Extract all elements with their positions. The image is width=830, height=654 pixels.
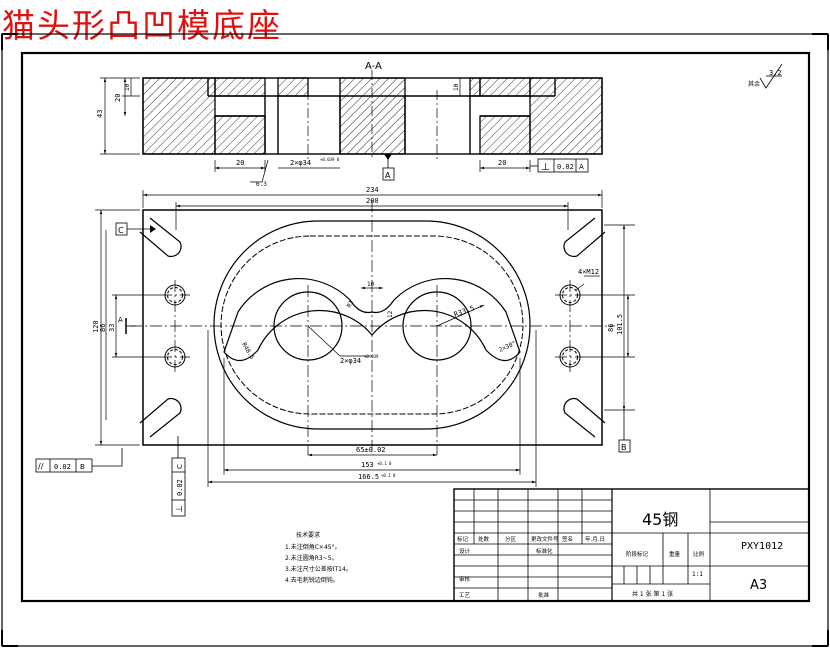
drawing-title: 猫头形凸凹模底座 xyxy=(2,6,282,45)
flatness-datum: A xyxy=(579,163,584,171)
datum-c-marker: C xyxy=(115,222,156,236)
dim-angle: 2×30° xyxy=(498,340,517,354)
flatness-value: 0.02 xyxy=(557,163,574,171)
notes-item-3: 3.未注尺寸公差按IT14。 xyxy=(285,565,352,573)
row-label-3: 更改文件号 xyxy=(531,535,559,543)
dim-section-holes-tol: +0.039 0 xyxy=(320,157,340,162)
dim-top-slot-v: 12 xyxy=(387,310,394,318)
section-label: A-A xyxy=(365,61,382,72)
dim-width-153-tol: +0.1 0 xyxy=(377,461,392,466)
dim-hole-span-left: 86 xyxy=(99,324,107,332)
dim-pin-holes: 2×φ34 xyxy=(340,357,361,365)
dim-recess-right: 10 xyxy=(453,83,460,91)
perpendicular-datum: C xyxy=(176,464,184,469)
row-label-0: 标记 xyxy=(457,535,469,543)
row-label-2: 分区 xyxy=(505,535,517,543)
dim-recess-left: 10 xyxy=(124,83,131,91)
dim-width-166: 166.5 xyxy=(358,473,379,481)
dim-height-120: 120 xyxy=(92,320,100,333)
outer-obround xyxy=(213,220,531,430)
dim-width-153: 153 xyxy=(361,461,374,469)
label-weight: 重量 xyxy=(669,550,681,558)
parallelism-frame: // 0.02 B xyxy=(35,448,123,473)
section-marker-left-label: A xyxy=(118,316,123,324)
section-marker-left: A xyxy=(118,316,136,334)
notes-item-1: 1.未注倒角C×45°。 xyxy=(285,543,341,551)
parallelism-datum: B xyxy=(80,463,85,471)
dim-step-right: 20 xyxy=(498,159,506,167)
label-review: 审核 xyxy=(459,575,471,583)
roughness-value: 3.2 xyxy=(769,69,782,77)
frame-corner-marks xyxy=(1,33,829,647)
plan-outline xyxy=(142,209,603,446)
datum-b-label: B xyxy=(621,443,627,452)
dim-pin-holes-tol: +0.039 xyxy=(364,354,379,359)
section-outline xyxy=(142,77,603,155)
notes-heading: 技术要求 xyxy=(296,531,320,539)
dim-overall-right: 101.5 xyxy=(616,314,624,335)
dim-center-distance: 65±0.02 xyxy=(356,446,386,454)
section-view: A-A xyxy=(96,61,603,188)
row-label-4: 签名 xyxy=(562,535,573,543)
dim-section-holes: 2×φ34 xyxy=(290,159,311,167)
sheets-text: 共 1 张 第 1 张 xyxy=(632,590,673,598)
notes-item-4: 4.去毛刺锐边倒钝。 xyxy=(285,576,339,584)
dim-width-234: 234 xyxy=(366,186,379,194)
flatness-symbol: ⊥ xyxy=(541,162,550,173)
cat-head-profile xyxy=(223,278,521,362)
notes-item-2: 2.未注圆角R3~5。 xyxy=(285,554,338,562)
label-process: 工艺 xyxy=(459,592,471,599)
dim-hole-span-right: 86 xyxy=(607,324,615,332)
datum-b-marker: B xyxy=(618,410,631,453)
row-label-1: 处数 xyxy=(478,535,490,543)
section-hatch xyxy=(142,77,603,155)
parallelism-value: 0.02 xyxy=(54,463,71,471)
row-label-5: 年.月.日 xyxy=(585,535,605,543)
label-stage: 阶段标记 xyxy=(626,550,649,558)
dim-center-offset: 33 xyxy=(108,324,116,332)
inner-frame xyxy=(20,51,811,603)
perpendicular-frame: C 0.02 ⊥ xyxy=(171,436,186,517)
roughness-symbol: 3.2 其余 xyxy=(748,63,783,89)
dim-radius-r33: R33.5 xyxy=(453,304,476,319)
datum-c-label: C xyxy=(118,226,124,235)
plan-centerlines xyxy=(130,200,615,455)
datum-a-label: A xyxy=(385,171,391,180)
corner-slots xyxy=(139,217,606,438)
dim-width-166-tol: +0.1 0 xyxy=(381,473,396,478)
flatness-frame: ⊥ 0.02 A xyxy=(530,158,589,173)
paper-size: A3 xyxy=(750,578,767,593)
dim-bolt-holes: 4×M12 xyxy=(578,268,599,276)
dim-section-height: 43 xyxy=(96,110,104,118)
label-scale: 比例 xyxy=(693,550,705,558)
title-block: 标记 处数 分区 更改文件号 签名 年.月.日 设计 标准化 审核 工艺 批准 … xyxy=(453,488,810,602)
label-design: 设计 xyxy=(459,547,471,555)
label-approve: 批准 xyxy=(538,591,550,599)
roughness-small: 6.3 xyxy=(256,181,267,188)
dim-slot-200: 200 xyxy=(366,197,379,205)
perpendicular-value: 0.02 xyxy=(176,479,184,496)
material-text: 45钢 xyxy=(642,510,678,529)
inner-obround xyxy=(220,235,524,415)
parallelism-symbol: // xyxy=(38,462,44,471)
drawing-number: PXY1012 xyxy=(741,541,783,552)
section-dim-lines xyxy=(100,77,531,183)
dim-section-flange: 20 xyxy=(114,94,122,102)
scale-value: 1:1 xyxy=(692,571,703,578)
technical-notes: 技术要求 1.未注倒角C×45°。 2.未注圆角R3~5。 3.未注尺寸公差按I… xyxy=(285,531,352,584)
perpendicular-symbol: ⊥ xyxy=(175,505,185,513)
plan-dim-lines xyxy=(95,190,635,487)
dim-step-left: 20 xyxy=(236,159,244,167)
datum-a-marker: A xyxy=(382,154,395,181)
dim-top-slot: 10 xyxy=(367,281,375,288)
plan-view: 234 200 120 86 33 86 101.5 R33.5 R1 2×30… xyxy=(35,186,635,517)
dim-inner-radius: R48.5 xyxy=(240,342,255,361)
dim-radius-r1: R1 xyxy=(346,299,356,309)
outer-frame xyxy=(1,33,829,647)
label-standard: 标准化 xyxy=(536,547,553,555)
roughness-prefix: 其余 xyxy=(748,80,760,88)
